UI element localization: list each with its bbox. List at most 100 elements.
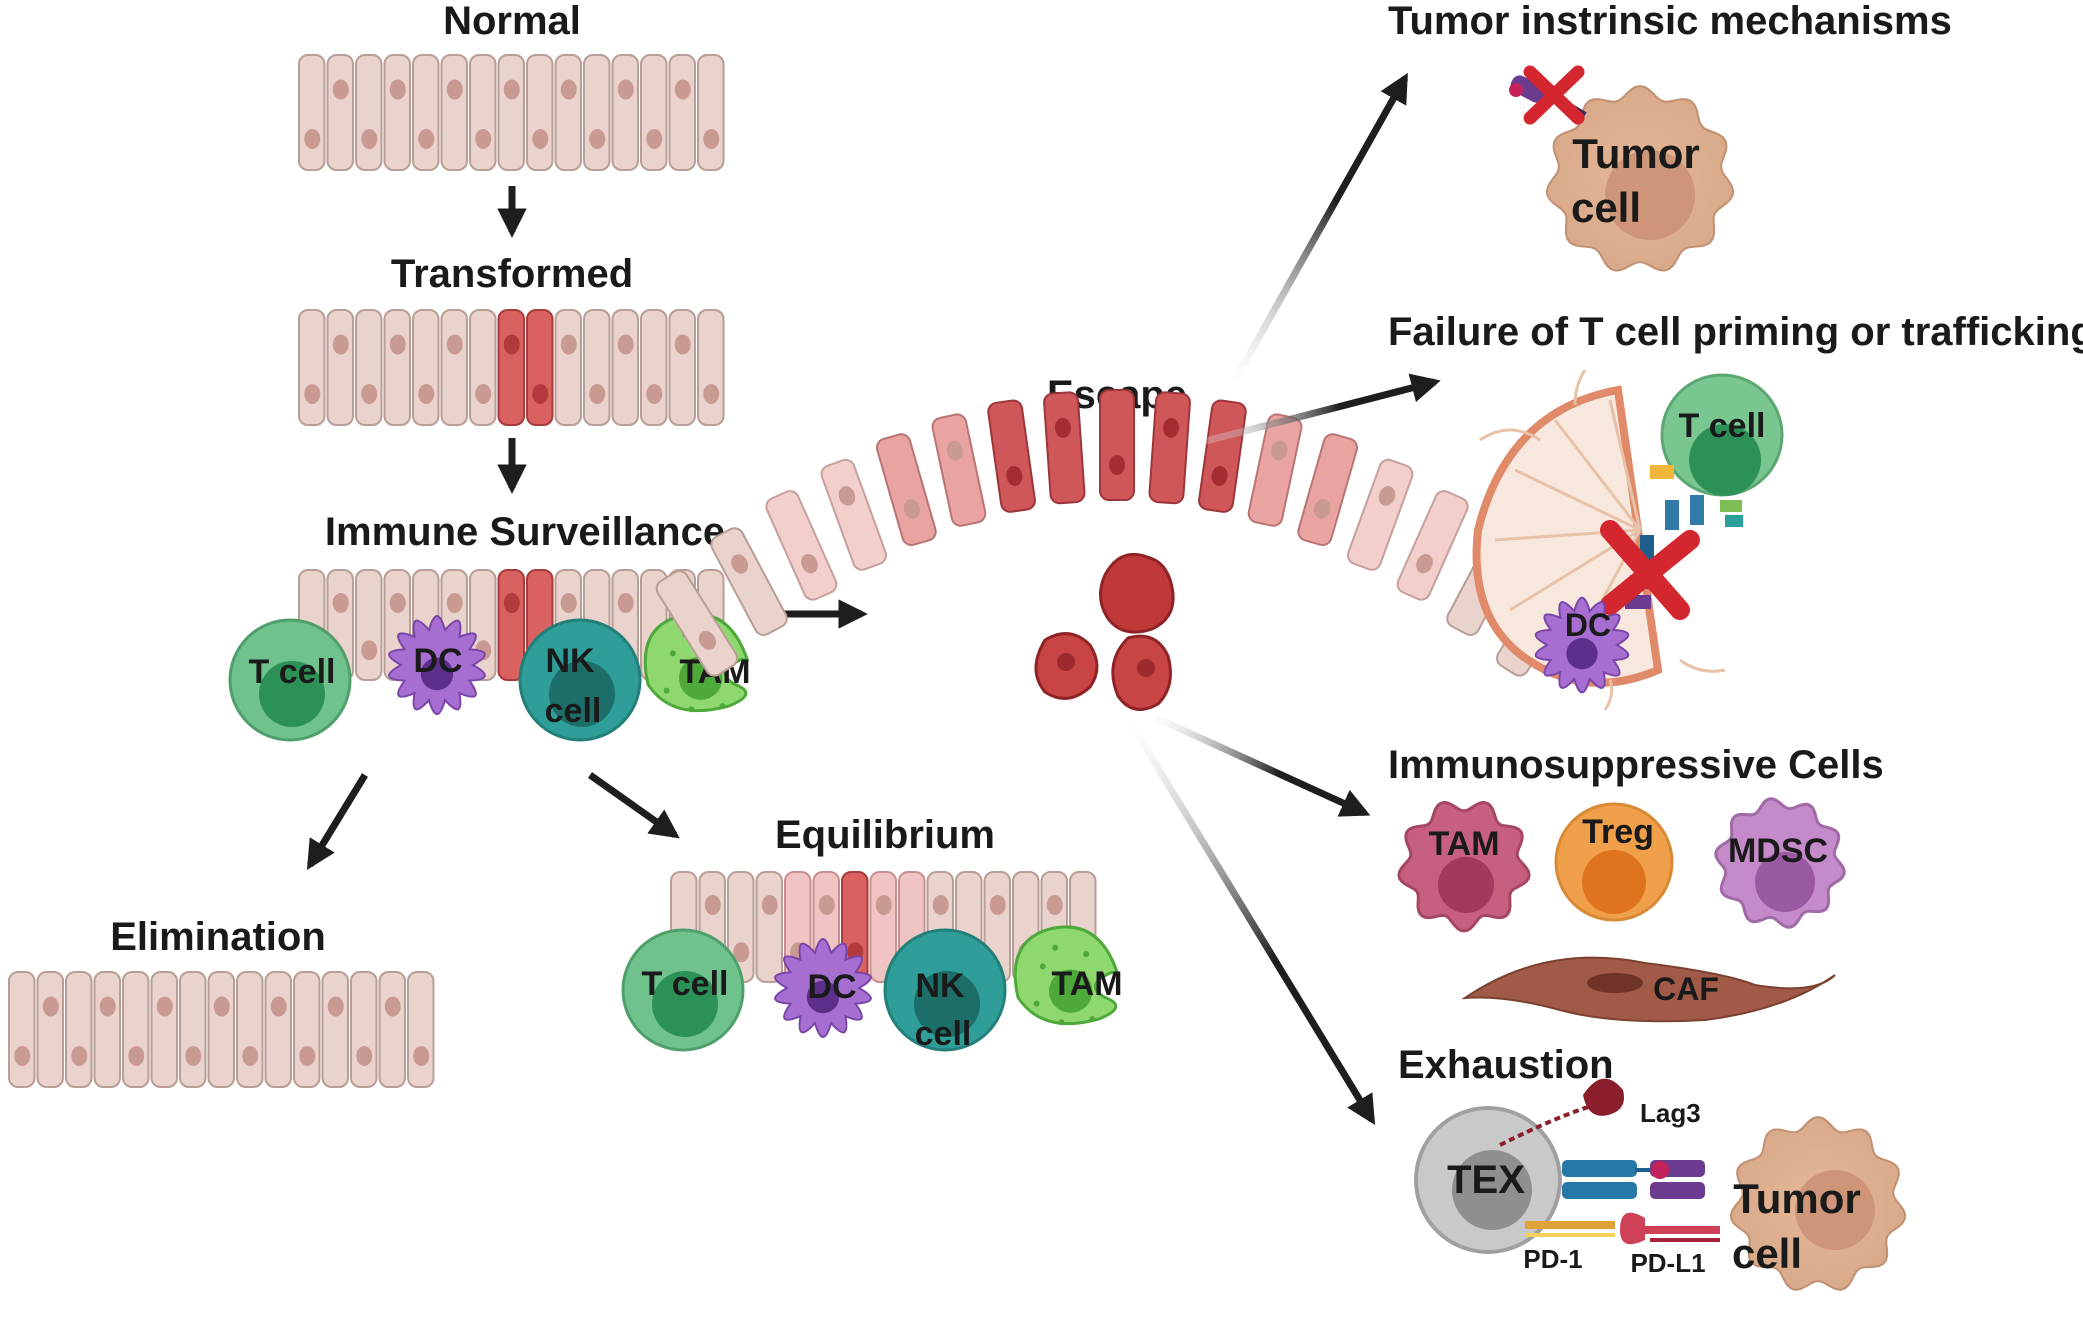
epithelial-cell [412, 309, 440, 426]
epithelial-cell [526, 54, 554, 171]
cell-nucleus [304, 383, 321, 404]
cell-nucleus [446, 79, 463, 100]
epithelial-cell [355, 54, 383, 171]
escape-epithelial-cell [1148, 391, 1191, 505]
cell-nucleus [503, 593, 520, 613]
epithelial-cell [611, 309, 639, 426]
cell-nucleus [14, 1045, 31, 1066]
tumor-label-line1: Tumor [1572, 130, 1700, 177]
cell-nucleus [560, 593, 577, 613]
cell-nucleus [589, 128, 606, 149]
cell-nucleus [532, 383, 549, 404]
mdsc-icon [1714, 797, 1846, 929]
cell-nucleus [446, 334, 463, 355]
epithelial-cell [207, 971, 235, 1088]
escape-epithelial-cell [820, 458, 888, 571]
cell-nucleus [818, 895, 835, 915]
epithelial-cell [583, 309, 611, 426]
cell-nucleus [733, 942, 750, 963]
caf-icon [1461, 956, 1836, 1023]
exhaustion-interaction: TEX Lag3 PD-1 PD-L1 Tumor cell [1414, 1078, 1907, 1291]
escape-epithelial-cell [1247, 413, 1303, 527]
exhaustion-tumor-label-line2: cell [1732, 1230, 1802, 1277]
epithelial-cell [668, 54, 696, 171]
cell-nucleus [299, 1045, 316, 1066]
exhaustion-tumor-label-line1: Tumor [1733, 1175, 1861, 1222]
cell-nucleus [389, 593, 406, 613]
cell-nucleus [418, 128, 435, 149]
cell-nucleus [1046, 895, 1063, 915]
cell-nucleus [99, 996, 116, 1017]
epithelial-cell [497, 309, 525, 426]
escape-epithelial-cell [1346, 458, 1414, 571]
epithelial-cell [440, 309, 468, 426]
tex-nucleus [1452, 1150, 1532, 1230]
equilibrium-dc-label: DC [807, 968, 856, 1006]
cell-nucleus [389, 334, 406, 355]
intrinsic-tumor-cell: Tumor cell [1509, 65, 1735, 272]
cell-nucleus [332, 79, 349, 100]
escape-epithelial-cell [655, 570, 739, 677]
cell-nucleus [503, 79, 520, 100]
arrow-to-priming-failure [1197, 373, 1441, 447]
epithelial-cell [8, 971, 36, 1088]
equilibrium-nk-label-line1: NK [915, 967, 965, 1005]
epithelial-cell [611, 54, 639, 171]
cell-nucleus [560, 334, 577, 355]
epithelial-cell [355, 569, 383, 681]
cell-nucleus [389, 79, 406, 100]
stage-normal-label: Normal [443, 0, 581, 43]
escape-epithelial-cell [765, 490, 838, 601]
tumor-label-line2: cell [1571, 184, 1641, 231]
epithelial-cell [350, 971, 378, 1088]
epithelial-cell [469, 309, 497, 426]
normal-epithelium [298, 54, 725, 171]
cell-nucleus [185, 1045, 202, 1066]
transformed-epithelium [298, 309, 725, 426]
cell-nucleus [361, 383, 378, 404]
elimination-epithelium [8, 971, 435, 1088]
epithelial-cell [554, 309, 582, 426]
treg-nucleus [1582, 850, 1646, 914]
mdsc-label: MDSC [1728, 832, 1828, 870]
epithelial-cell [554, 54, 582, 171]
epithelial-cell [321, 971, 349, 1088]
cell-nucleus [761, 895, 778, 915]
cell-nucleus [356, 1045, 373, 1066]
epithelial-cell [640, 54, 668, 171]
tam-suppressive-icon [1397, 800, 1531, 933]
priming-dc-label: DC [1565, 607, 1611, 643]
mech-suppressive-label: Immunosuppressive Cells [1388, 743, 1884, 787]
cell-nucleus [704, 895, 721, 915]
pdl1-label: PD-L1 [1630, 1248, 1705, 1278]
escape-epithelial-cell [710, 527, 788, 636]
cell-nucleus [674, 334, 691, 355]
cell-nucleus [646, 383, 663, 404]
epithelial-cell [264, 971, 292, 1088]
priming-dc-icon [1534, 596, 1630, 694]
caf-nucleus [1587, 973, 1643, 993]
suppressive-tam-label: TAM [1428, 825, 1499, 863]
arrow-to-immunosuppressive [1148, 711, 1371, 817]
dc-icon [388, 614, 486, 716]
pd1-pdl1-icon [1525, 1212, 1720, 1245]
cell-nucleus [703, 128, 720, 149]
cell-nucleus [932, 895, 949, 915]
arrow-to-elimination [306, 773, 368, 871]
treg-label: Treg [1582, 813, 1654, 851]
equilibrium-tcell-icon [621, 928, 745, 1052]
epithelial-cell [497, 54, 525, 171]
cell-nucleus [71, 1045, 88, 1066]
escaping-tumor-cells [1034, 552, 1175, 711]
immunosuppressive-cells: TAM Treg MDSC CAF [1397, 797, 1846, 1023]
cell-nucleus [384, 996, 401, 1017]
epithelial-cell [236, 971, 264, 1088]
epithelial-cell [378, 971, 406, 1088]
cell-nucleus [128, 1045, 145, 1066]
cell-nucleus [242, 1045, 259, 1066]
priming-cross-icon [1600, 520, 1700, 620]
stage-equilibrium-label: Equilibrium [775, 813, 995, 857]
epithelial-cell [583, 54, 611, 171]
